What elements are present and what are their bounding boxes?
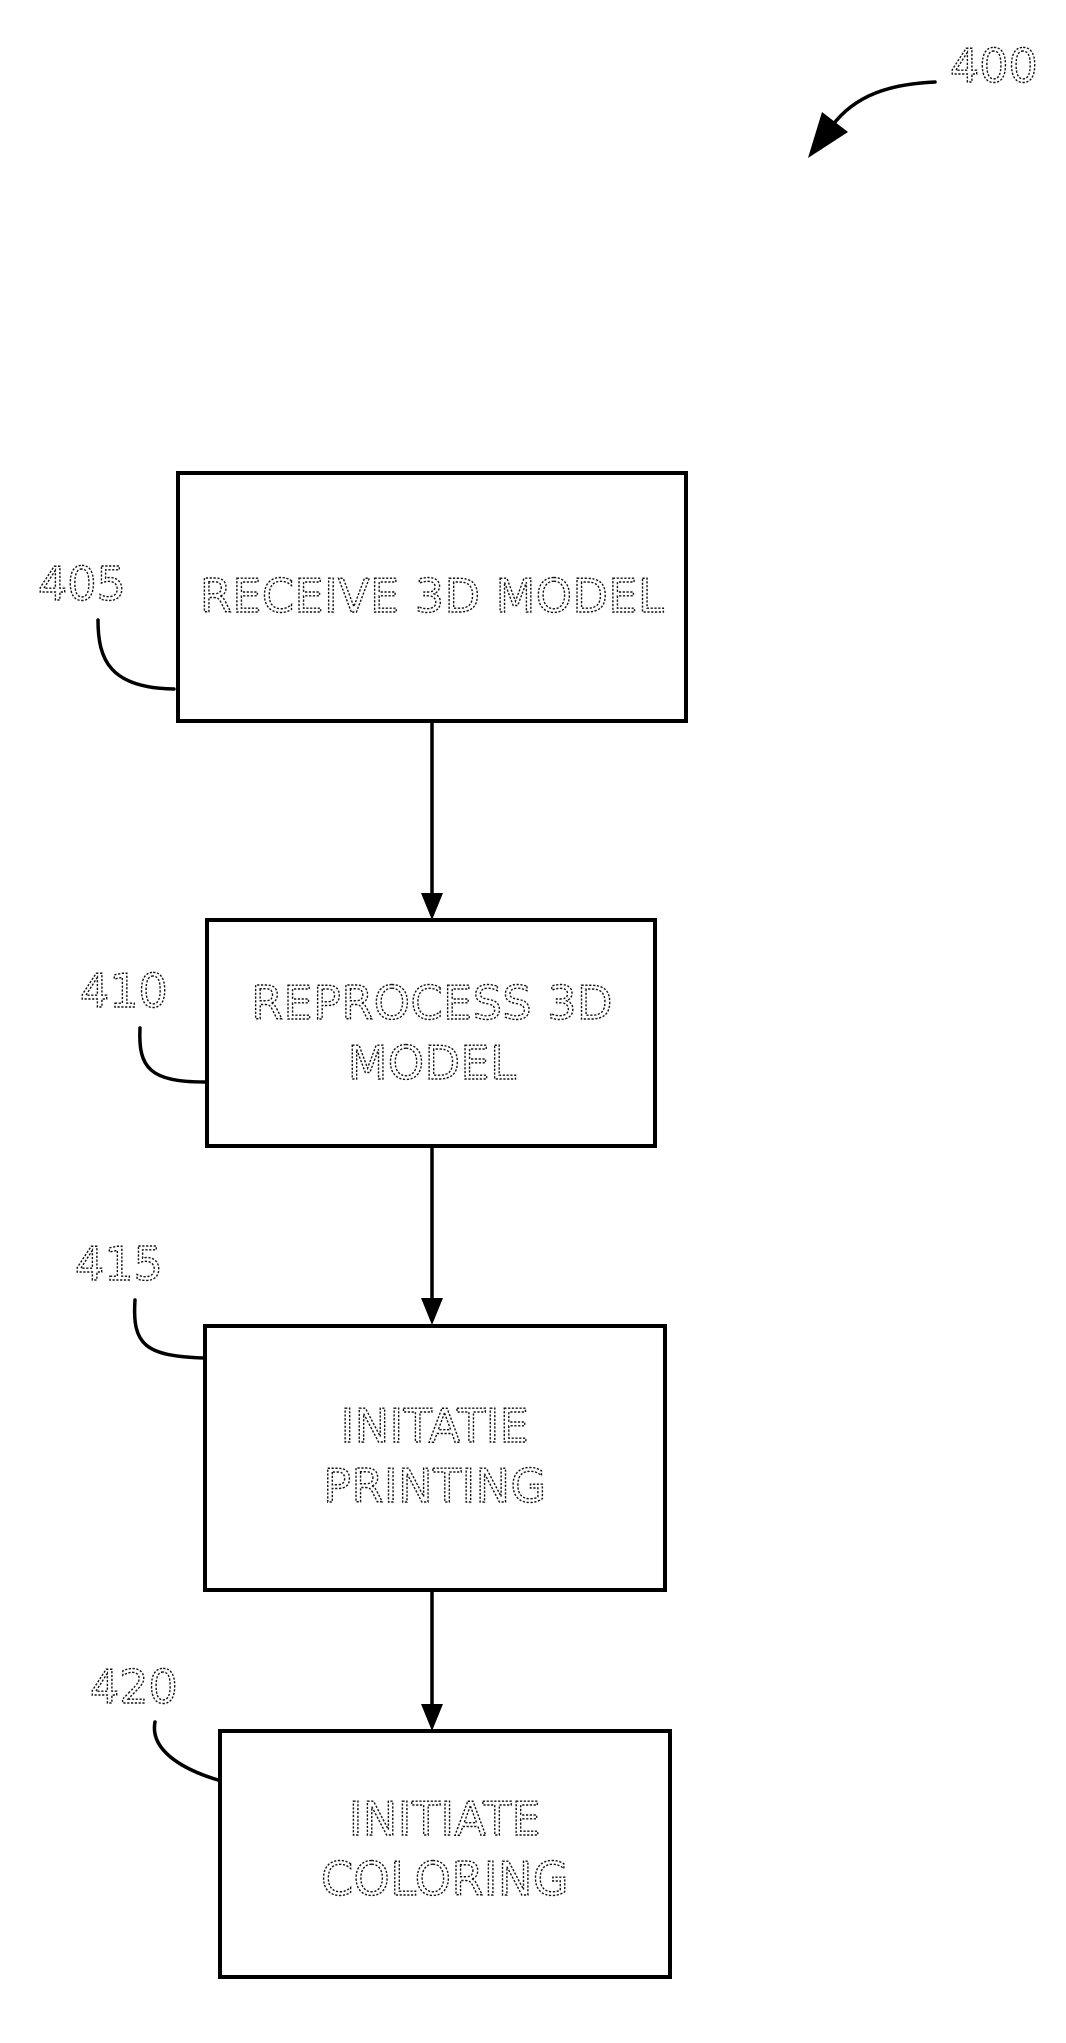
step-receive-3d-model: RECEIVE 3D MODEL	[178, 473, 686, 721]
step-ref-415: 415	[75, 1237, 204, 1358]
step-ref-label: 410	[80, 964, 168, 1018]
step-reprocess-3d-model: REPROCESS 3D MODEL	[207, 920, 655, 1146]
figure-ref-curved-arrow	[832, 82, 935, 126]
step-ref-leader-line	[154, 1722, 218, 1780]
flow-arrow-head	[421, 893, 443, 920]
step-label-line-2: PRINTING	[323, 1459, 546, 1513]
step-initiate-coloring: INITIATE COLORING	[220, 1731, 670, 1977]
step-ref-leader-line	[140, 1028, 205, 1082]
figure-ref-arrowhead	[808, 112, 848, 158]
figure-ref-label: 400	[950, 39, 1038, 93]
step-label-line-2: COLORING	[321, 1852, 569, 1906]
step-ref-420: 420	[90, 1660, 218, 1780]
step-ref-410: 410	[80, 964, 205, 1082]
flow-arrow-head	[421, 1298, 443, 1325]
flow-arrow-head	[421, 1704, 443, 1731]
step-box	[205, 1326, 665, 1590]
step-label-line-1: INITATIE	[341, 1399, 530, 1453]
figure-reference: 400	[808, 39, 1038, 158]
step-ref-label: 405	[38, 557, 126, 611]
flow-arrow-415-420	[421, 1592, 443, 1731]
step-initiate-printing: INITATIE PRINTING	[205, 1326, 665, 1590]
flow-arrow-410-415	[421, 1148, 443, 1325]
step-ref-label: 415	[75, 1237, 163, 1291]
step-box	[207, 920, 655, 1146]
step-ref-leader-line	[98, 620, 174, 689]
step-ref-label: 420	[90, 1660, 178, 1714]
step-ref-leader-line	[135, 1300, 204, 1358]
step-label-line-1: REPROCESS 3D	[251, 976, 613, 1030]
step-ref-405: 405	[38, 557, 174, 689]
flow-arrow-405-410	[421, 723, 443, 920]
step-label-line-1: INITIATE	[349, 1792, 541, 1846]
step-label-line-2: MODEL	[348, 1036, 517, 1090]
step-label-line-1: RECEIVE 3D MODEL	[200, 569, 664, 623]
